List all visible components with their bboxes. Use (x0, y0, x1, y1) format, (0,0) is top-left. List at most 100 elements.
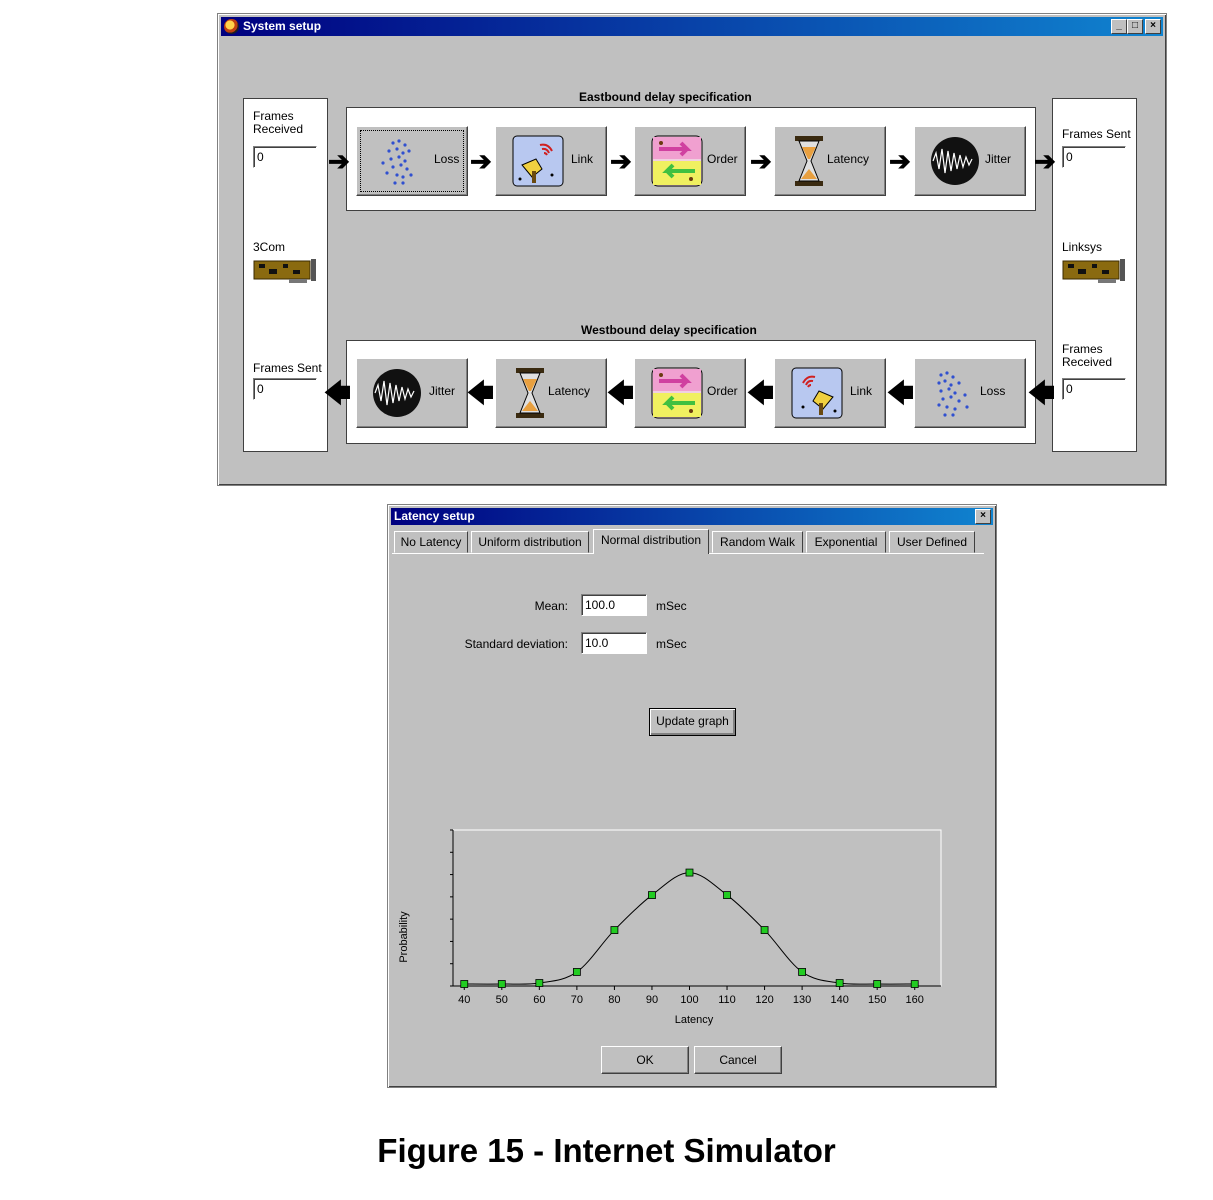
minimize-button[interactable]: _ (1111, 19, 1127, 34)
y-axis-label: Probability (398, 911, 410, 963)
tab-user-defined[interactable]: User Defined (889, 531, 975, 553)
arrow-right-icon: ➔ (328, 146, 350, 176)
network-card-icon (253, 259, 316, 283)
cancel-button[interactable]: Cancel (694, 1046, 782, 1074)
x-tick-label: 110 (718, 994, 736, 1006)
right-frames-sent-field[interactable]: 0 (1062, 146, 1126, 168)
x-tick-label: 160 (906, 994, 924, 1006)
data-point (723, 891, 731, 899)
system-setup-titlebar[interactable]: System setup _ □ × (221, 17, 1163, 36)
hourglass-icon (795, 136, 823, 186)
left-frames-sent-field[interactable]: 0 (253, 378, 317, 400)
x-axis-label: Latency (675, 1014, 714, 1026)
stage-label: Link (571, 152, 594, 166)
tab-no-latency[interactable]: No Latency (394, 531, 468, 553)
latency-chart: Probability 40 50 60 70 80 90 100 110 120 130 140 1… (398, 829, 942, 1026)
figure-caption: Figure 15 - Internet Simulator (377, 1132, 836, 1169)
update-graph-button[interactable]: Update graph (649, 708, 736, 736)
eastbound-title: Eastbound delay specification (579, 90, 752, 104)
stage-label: Latency (827, 152, 870, 166)
std-deviation-input[interactable]: 10.0 (581, 632, 647, 654)
data-markers (460, 868, 919, 988)
latency-setup-dialog: Latency setup × No Latency Uniform distr… (387, 504, 997, 1088)
westbound-link-stage[interactable]: Link (774, 358, 886, 428)
data-point (835, 979, 844, 987)
y-ticks (450, 829, 453, 987)
arrow-left-icon: 🡄 (607, 378, 634, 408)
westbound-loss-stage[interactable]: Loss (914, 358, 1026, 428)
close-button[interactable]: × (1145, 19, 1161, 34)
arrow-left-icon: 🡄 (467, 378, 494, 408)
data-point (572, 968, 581, 976)
eastbound-latency-stage[interactable]: Latency (774, 126, 886, 196)
westbound-latency-stage[interactable]: Latency (495, 358, 607, 428)
std-deviation-label: Standard deviation: (464, 637, 568, 651)
order-icon (651, 367, 703, 419)
eastbound-link-stage[interactable]: Link (495, 126, 607, 196)
data-point (685, 868, 694, 877)
loss-icon (937, 371, 969, 417)
x-tick-label: 60 (533, 994, 545, 1006)
right-nic-label: Linksys (1062, 240, 1103, 254)
westbound-jitter-stage[interactable]: Jitter (356, 358, 468, 428)
x-ticks: 40 50 60 70 80 90 100 110 120 130 140 150 160 (458, 986, 924, 1006)
left-nic-label: 3Com (253, 240, 286, 254)
mean-label: Mean: (534, 599, 568, 613)
arrow-right-icon: ➔ (889, 146, 911, 176)
eastbound-jitter-stage[interactable]: Jitter (914, 126, 1026, 196)
x-tick-label: 150 (868, 994, 886, 1006)
data-point (873, 980, 882, 988)
tab-uniform-distribution[interactable]: Uniform distribution (471, 531, 589, 553)
westbound-order-stage[interactable]: Order (634, 358, 746, 428)
arrow-right-icon: ➔ (750, 146, 772, 176)
x-tick-label: 80 (608, 994, 620, 1006)
left-frames-sent-label: Frames Sent (253, 361, 322, 375)
x-tick-label: 90 (646, 994, 658, 1006)
tab-random-walk[interactable]: Random Walk (712, 531, 803, 553)
x-tick-label: 130 (793, 994, 811, 1006)
dialog-title: Latency setup (394, 509, 475, 523)
stage-label: Jitter (429, 384, 456, 398)
data-point (798, 968, 807, 976)
hourglass-icon (516, 368, 544, 418)
right-frames-received-label: Frames Received (1062, 342, 1113, 369)
latency-setup-titlebar[interactable]: Latency setup × (391, 508, 993, 525)
mean-input[interactable]: 100.0 (581, 594, 647, 616)
data-point (910, 980, 919, 988)
tab-normal-distribution[interactable]: Normal distribution (593, 529, 709, 554)
right-frames-sent-label: Frames Sent (1062, 127, 1131, 141)
left-frames-received-field[interactable]: 0 (253, 146, 317, 168)
close-button[interactable]: × (975, 509, 991, 524)
x-tick-label: 70 (571, 994, 583, 1006)
stage-label: Jitter (985, 152, 1012, 166)
eastbound-loss-stage[interactable]: Loss (356, 126, 468, 196)
data-point (760, 926, 769, 934)
window-title: System setup (243, 19, 322, 33)
ok-button[interactable]: OK (601, 1046, 689, 1074)
x-tick-label: 140 (830, 994, 848, 1006)
x-tick-label: 100 (680, 994, 698, 1006)
loss-icon (381, 139, 413, 185)
tab-exponential[interactable]: Exponential (806, 531, 886, 553)
data-point (610, 926, 619, 934)
x-tick-label: 50 (496, 994, 508, 1006)
arrow-left-icon: 🡄 (324, 378, 351, 408)
arrow-left-icon: 🡄 (1028, 378, 1055, 408)
data-point (497, 980, 506, 988)
westbound-title: Westbound delay specification (581, 323, 757, 337)
stage-label: Order (707, 152, 738, 166)
x-tick-label: 120 (755, 994, 773, 1006)
arrow-right-icon: ➔ (470, 146, 492, 176)
eastbound-order-stage[interactable]: Order (634, 126, 746, 196)
mean-unit: mSec (656, 599, 687, 613)
link-icon (512, 135, 564, 187)
right-frames-received-field[interactable]: 0 (1062, 378, 1126, 400)
maximize-button[interactable]: □ (1127, 19, 1143, 34)
link-icon (791, 367, 843, 419)
data-point (535, 979, 544, 987)
x-tick-label: 40 (458, 994, 470, 1006)
stage-label: Loss (434, 152, 460, 166)
app-icon[interactable] (224, 19, 239, 34)
plot-area (452, 829, 942, 987)
stage-label: Latency (548, 384, 591, 398)
